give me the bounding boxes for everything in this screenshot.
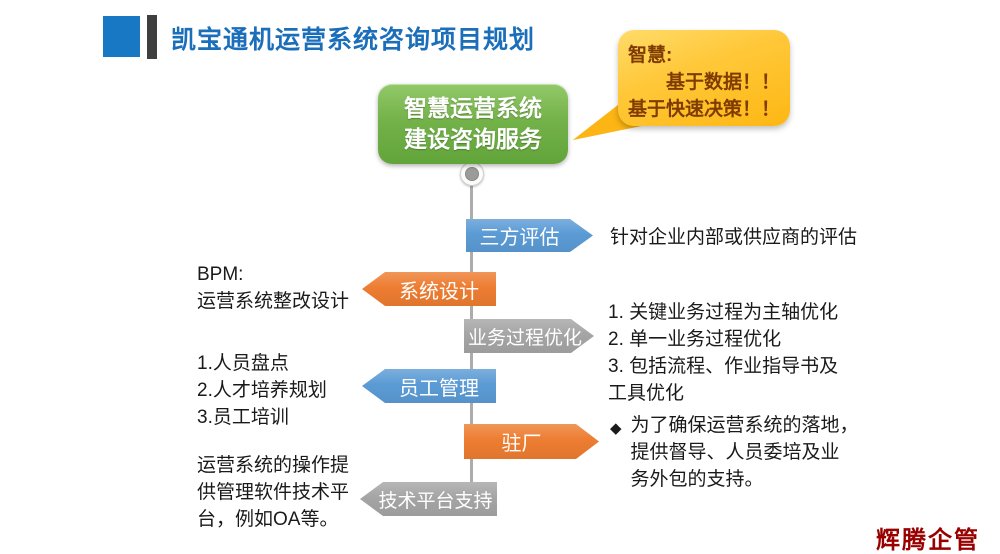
- note-onsite-residency: ◆ 为了确保运营系统的落地， 提供督导、人员委培及业 务外包的支持。: [610, 412, 859, 493]
- step-arrow-onsite-residency: 驻厂: [464, 424, 599, 459]
- step-arrow-system-design: 系统设计: [362, 272, 496, 306]
- step-arrow-tech-platform-support: 技术平台支持: [360, 482, 497, 516]
- note-business-process-optimization: 1. 关键业务过程为主轴优化 2. 单一业务过程优化 3. 包括流程、作业指导书…: [608, 302, 839, 404]
- step-arrow-employee-management: 员工管理: [362, 369, 496, 403]
- title-accent-square: [103, 16, 140, 57]
- note-onsite-residency-text: 为了确保运营系统的落地， 提供督导、人员委培及业 务外包的支持。: [630, 415, 859, 490]
- brand-logo-text: 辉腾企管: [876, 528, 980, 554]
- slide-title: 凯宝通机运营系统咨询项目规划: [171, 26, 536, 54]
- note-tech-platform-support: 运营系统的操作提 供管理软件技术平 台，例如OA等。: [197, 455, 350, 530]
- step-arrow-third-party-evaluation: 三方评估: [466, 219, 593, 252]
- timeline-start-dot: [460, 162, 484, 186]
- root-node: 智慧运营系统 建设咨询服务: [378, 84, 568, 164]
- note-employee-management: 1.人员盘点 2.人才培养规划 3.员工培训: [197, 353, 327, 428]
- callout-bubble: 智慧: 基于数据！！ 基于快速决策！！: [618, 30, 790, 126]
- diamond-bullet-icon: ◆: [610, 420, 622, 437]
- title-accent-bar: [147, 15, 157, 59]
- note-system-design: BPM: 运营系统整改设计: [197, 264, 350, 312]
- callout-text: 智慧: 基于数据！！ 基于快速决策！！: [628, 45, 781, 120]
- root-node-label: 智慧运营系统 建设咨询服务: [404, 95, 542, 152]
- note-third-party-evaluation: 针对企业内部或供应商的评估: [610, 227, 858, 248]
- timeline-start-dot-core: [465, 167, 479, 181]
- step-arrow-business-process-optimization: 业务过程优化: [464, 319, 594, 353]
